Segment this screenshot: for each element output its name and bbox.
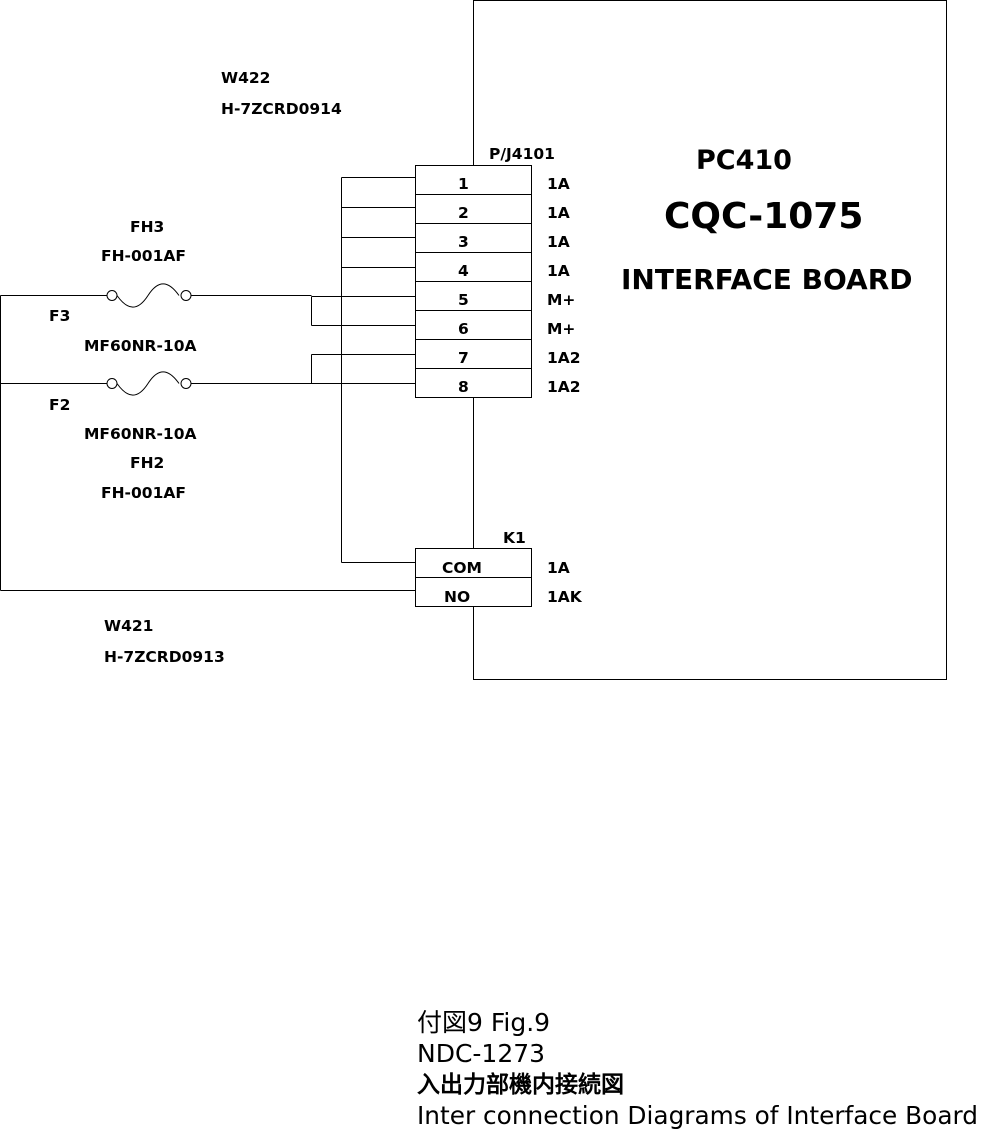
connector-pin-box <box>415 165 532 195</box>
connector-pin-box <box>415 339 532 369</box>
relay-label: K1 <box>503 529 526 547</box>
caption-document-number: NDC-1273 <box>417 1039 545 1068</box>
relay-contact-name: COM <box>442 559 482 577</box>
board-model: CQC-1075 <box>664 196 863 237</box>
fuse-f3-part: MF60NR-10A <box>84 337 197 355</box>
pin-signal: 1A2 <box>547 349 581 367</box>
pin-number: 2 <box>458 204 469 222</box>
fuse-f2-circuit <box>0 371 312 396</box>
pin-number: 1 <box>458 175 469 193</box>
pin-number: 7 <box>458 349 469 367</box>
pin-number: 5 <box>458 291 469 309</box>
relay-k1: K1 COM NO 1A 1AK <box>415 529 583 607</box>
pin-number: 4 <box>458 262 469 280</box>
figure-caption: 付図9 Fig.9 NDC-1273 入出力部機内接続図 Inter conne… <box>417 1008 978 1130</box>
fuse-holder-fh3-part: FH-001AF <box>101 247 186 265</box>
board-name: PC410 <box>696 145 792 176</box>
pin-signal: 1A2 <box>547 378 581 396</box>
pin-signal: 1A <box>547 175 570 193</box>
interface-board-outline <box>473 0 947 680</box>
pin-number: 3 <box>458 233 469 251</box>
connector-pin-box <box>415 368 532 398</box>
pin-signal: 1A <box>547 233 570 251</box>
caption-english-title: Inter connection Diagrams of Interface B… <box>417 1101 978 1130</box>
connector-pin-box <box>415 310 532 340</box>
connector-pin-box <box>415 194 532 224</box>
relay-contact-name: NO <box>444 588 470 606</box>
caption-figure-number: 付図9 Fig.9 <box>417 1008 550 1037</box>
connector-pin-box <box>415 223 532 253</box>
relay-no-return-wire <box>0 295 416 591</box>
fuse-f3: F3 <box>49 307 70 325</box>
wire-w422-part: H-7ZCRD0914 <box>221 100 342 118</box>
fuse-f3-circuit <box>0 283 312 308</box>
pin-signal: 1A <box>547 204 570 222</box>
pin-number: 6 <box>458 320 469 338</box>
fuse-f2-part: MF60NR-10A <box>84 425 197 443</box>
connector-pin-box <box>415 281 532 311</box>
fuse-holder-fh2: FH2 <box>130 454 164 472</box>
pin-jumpers <box>311 296 416 384</box>
pin-number: 8 <box>458 378 469 396</box>
relay-contact-box <box>415 548 532 578</box>
relay-contact-box <box>415 577 532 607</box>
wire-w421-part: H-7ZCRD0913 <box>104 648 225 666</box>
board-type: INTERFACE BOARD <box>621 263 913 296</box>
relay-contact-signal: 1AK <box>547 588 583 606</box>
caption-japanese-title: 入出力部機内接続図 <box>417 1071 624 1098</box>
wire-w421-name: W421 <box>104 617 153 635</box>
pin-signal: 1A <box>547 262 570 280</box>
fuse-holder-fh2-part: FH-001AF <box>101 484 186 502</box>
connector-p-j4101: 1 2 3 4 5 6 7 8 1A 1A 1A 1A M+ M+ 1A2 1A… <box>415 165 581 398</box>
pin-signal: M+ <box>547 320 575 338</box>
bus-1a-wiring <box>341 177 416 563</box>
pin-signal: M+ <box>547 291 575 309</box>
fuse-f2: F2 <box>49 396 70 414</box>
relay-contact-signal: 1A <box>547 559 570 577</box>
connector-pin-box <box>415 252 532 282</box>
fuse-holder-fh3: FH3 <box>130 218 164 236</box>
wire-w422-name: W422 <box>221 69 270 87</box>
connector-label: P/J4101 <box>489 145 555 163</box>
